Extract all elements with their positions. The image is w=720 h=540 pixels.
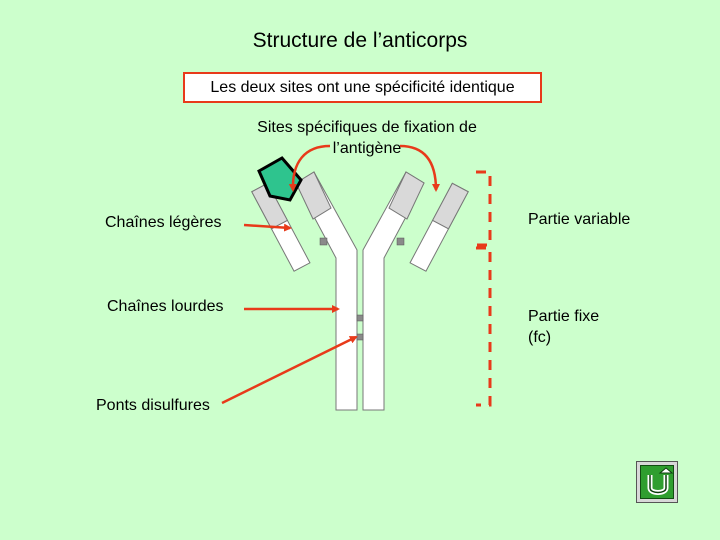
disulfide-bridge-hinge-1 bbox=[356, 314, 364, 322]
disulfide-bridge-arm-left bbox=[319, 237, 328, 246]
label-variable-part: Partie variable bbox=[528, 211, 631, 228]
page-title: Structure de l’anticorps bbox=[252, 29, 468, 52]
disulfide-bridge-arm-right bbox=[396, 237, 405, 246]
arrow-to-right-site bbox=[399, 144, 440, 192]
disulfide-bridge-hinge-2 bbox=[356, 333, 364, 341]
bracket-variable bbox=[476, 170, 492, 247]
label-fixed-part: Partie fixe bbox=[528, 308, 600, 325]
bracket-fixed bbox=[476, 246, 492, 407]
binding-sites-label: Sites spécifiques de fixation de l’antig… bbox=[257, 119, 477, 157]
label-heavy-chains: Chaînes lourdes bbox=[107, 298, 224, 315]
return-arrow-icon bbox=[640, 465, 674, 499]
heavy-chain-variable-left bbox=[295, 171, 332, 220]
label-light-chains: Chaînes légères bbox=[105, 214, 222, 231]
light-chain-right bbox=[409, 182, 469, 272]
label-fixed-part-fc: (fc) bbox=[528, 329, 552, 346]
arrow-light-chains bbox=[243, 223, 292, 232]
heavy-chain-variable-right bbox=[388, 171, 425, 220]
arrow-to-left-site bbox=[288, 144, 331, 192]
label-disulfide-bridges: Ponts disulfures bbox=[96, 397, 210, 414]
specificity-banner: Les deux sites ont une spécificité ident… bbox=[183, 72, 542, 103]
back-button[interactable] bbox=[636, 461, 678, 503]
arrow-disulfide-bridges bbox=[221, 335, 358, 405]
